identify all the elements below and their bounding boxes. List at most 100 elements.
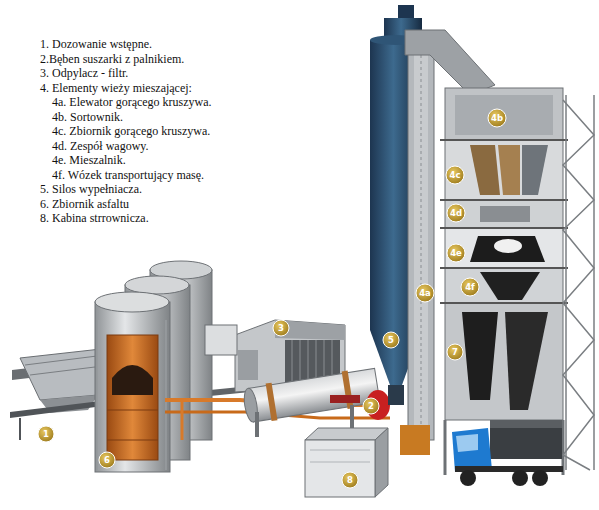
hot-elevator <box>414 50 428 435</box>
legend-line: 8. Kabina strrownicza. <box>40 211 149 225</box>
asphalt-tanks <box>107 335 158 460</box>
legend-line: 3. Odpylacz - filtr. <box>40 66 128 80</box>
mixing-tower <box>445 303 563 420</box>
dust-filter <box>308 340 309 382</box>
control-cabin <box>310 462 370 463</box>
callout-number: 4a <box>419 288 431 298</box>
truck <box>490 420 562 428</box>
legend-line: 2.Bęben suszarki z palnikiem. <box>40 52 184 66</box>
legend-line: 4a. Elewator gorącego kruszywa. <box>52 95 212 109</box>
callout-number: 6 <box>104 455 110 465</box>
mixing-tower <box>440 267 568 269</box>
filler-silo <box>388 385 404 405</box>
dust-filter <box>292 340 293 382</box>
mixing-tower <box>445 228 563 268</box>
callout-number: 2 <box>368 401 374 411</box>
legend-line: 4d. Zespół wagowy. <box>52 139 149 153</box>
truck <box>532 470 548 486</box>
control-cabin <box>305 428 388 497</box>
control-cabin <box>305 440 375 497</box>
callout-circles <box>99 452 115 468</box>
callout-number: 3 <box>278 323 284 333</box>
callout-circles <box>342 472 358 488</box>
feeder-bins <box>30 366 103 375</box>
mixing-tower <box>445 200 563 228</box>
callout-number: 4f <box>465 282 475 292</box>
feeder-bins <box>25 355 105 365</box>
hot-elevator <box>421 55 422 430</box>
mixing-tower <box>440 88 568 475</box>
mixing-tower <box>480 272 540 300</box>
hot-elevator <box>408 40 434 440</box>
mixing-tower <box>494 239 522 253</box>
callout-number: 8 <box>347 475 353 485</box>
mixing-tower <box>470 145 500 195</box>
bitumen-pipes <box>181 400 184 440</box>
callout-circles <box>461 278 479 296</box>
asphalt-tanks <box>166 320 167 470</box>
callout-circles <box>447 244 465 262</box>
legend-line: 4. Elementy wieży mieszającej: <box>40 81 192 95</box>
callout-circles <box>446 166 464 184</box>
stairs <box>593 95 595 470</box>
legend-line: 6. Zbiornik asfaltu <box>40 197 129 211</box>
mixing-tower <box>440 227 568 229</box>
asphalt-tanks <box>107 410 158 411</box>
callout-circles <box>488 109 506 127</box>
callout-number: 7 <box>452 347 458 357</box>
control-cabin <box>305 428 388 440</box>
truck <box>490 425 562 459</box>
dryer-drum <box>266 383 278 421</box>
mixing-tower <box>498 145 520 195</box>
callout-number: 4c <box>450 170 461 180</box>
asphalt-tanks <box>112 365 153 395</box>
mixing-tower <box>445 88 563 140</box>
callout-number: 4e <box>450 248 462 258</box>
callout-number: 5 <box>388 335 394 345</box>
truck <box>512 470 528 486</box>
dryer-drum <box>242 366 380 424</box>
dust-filter <box>300 340 301 382</box>
callout-circles <box>383 332 399 348</box>
mixing-tower <box>445 268 563 303</box>
asphalt-tanks <box>125 276 189 294</box>
mixing-tower <box>445 140 563 200</box>
asphalt-tanks <box>107 440 158 441</box>
stairs <box>565 95 567 470</box>
stairs <box>563 95 594 470</box>
dryer-drum <box>242 366 390 437</box>
dryer-drum <box>342 371 354 409</box>
control-cabin <box>375 428 388 497</box>
mixing-tower <box>440 199 568 201</box>
legend-line: 5. Silos wypełniacza. <box>40 182 142 196</box>
mixing-tower <box>440 139 568 141</box>
dryer-drum <box>330 395 360 403</box>
control-cabin <box>310 450 370 451</box>
callout-circles <box>363 398 379 414</box>
dust-filter <box>238 350 258 380</box>
legend-line: 4b. Sortownik. <box>52 110 123 124</box>
mixing-tower <box>522 145 548 195</box>
callout-circles <box>38 426 54 442</box>
mixing-tower <box>480 206 530 222</box>
asphalt-tanks <box>95 261 212 472</box>
mixing-tower <box>440 302 568 304</box>
dryer-drum <box>248 368 380 422</box>
hot-elevator <box>405 30 495 95</box>
truck <box>452 420 563 486</box>
mixing-tower <box>470 236 545 262</box>
legend-line: 4c. Zbiornik gorącego kruszywa. <box>52 124 210 138</box>
dryer-drum <box>255 412 259 437</box>
callout-number: 1 <box>43 429 49 439</box>
legend-line: 1. Dozowanie wstępne. <box>40 37 152 51</box>
callout-number: 4b <box>491 113 503 123</box>
filler-silo <box>398 5 414 19</box>
mixing-tower <box>455 95 553 135</box>
callout-circles <box>273 320 289 336</box>
asphalt-tanks <box>99 320 100 470</box>
legend-line: 4f. Wózek transportujący masę. <box>52 168 204 182</box>
mixing-tower <box>462 312 498 400</box>
callout-circles <box>38 109 506 488</box>
truck <box>460 470 476 486</box>
